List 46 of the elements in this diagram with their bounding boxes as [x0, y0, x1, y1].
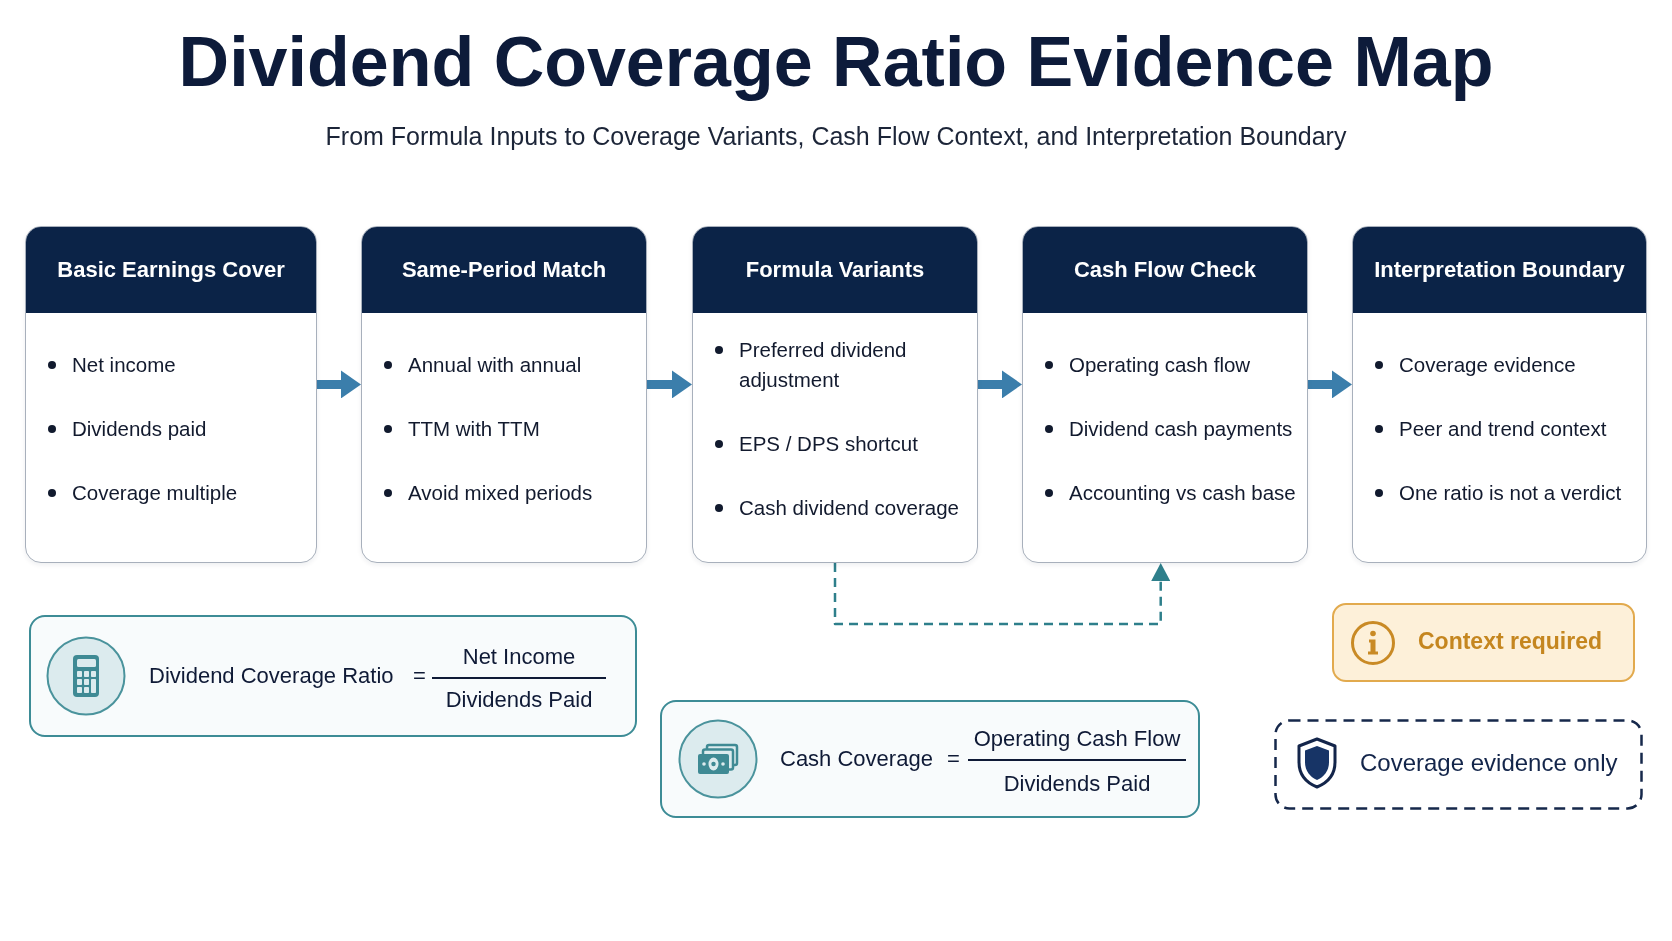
card-title: Basic Earnings Cover — [57, 256, 285, 284]
bullet-text: Preferred dividend adjustment — [739, 336, 908, 393]
numerator: Operating Cash Flow — [973, 725, 1181, 753]
bullet-text: TTM with TTM — [408, 415, 540, 442]
denominator: Dividends Paid — [1003, 770, 1151, 798]
step-card — [692, 226, 978, 563]
bullet-text: Dividends paid — [72, 415, 207, 442]
bullet-text: Operating cash flow — [1069, 351, 1251, 378]
callout-text: Coverage evidence only — [1360, 747, 1618, 778]
dashed-arrow — [833, 563, 1171, 626]
bullet-text: Net income — [72, 351, 176, 378]
arrow — [978, 370, 1022, 399]
card-title: Same-Period Match — [401, 256, 607, 284]
formula-term: Dividend Coverage Ratio — [149, 662, 394, 690]
callout-text: Context required — [1418, 626, 1603, 656]
scope-note — [1274, 719, 1643, 810]
formula-panel — [29, 615, 637, 737]
bullet-text: Avoid mixed periods — [408, 479, 593, 506]
card-title: Formula Variants — [745, 256, 925, 284]
bullet-text: Coverage evidence — [1399, 351, 1576, 378]
title: Dividend Coverage Ratio Evidence Map — [178, 22, 1494, 102]
formula-term: Cash Coverage — [780, 745, 933, 773]
card-title: Interpretation Boundary — [1374, 256, 1625, 284]
bullet-text: Cash dividend coverage — [739, 494, 959, 521]
equals-sign: = — [413, 662, 426, 690]
step-card — [25, 226, 317, 563]
bullet-text: One ratio is not a verdict — [1399, 479, 1622, 506]
step-card — [361, 226, 647, 563]
bullet-text: EPS / DPS shortcut — [739, 430, 918, 457]
bullet-text: Coverage multiple — [72, 479, 238, 506]
arrow — [1308, 370, 1352, 399]
numerator: Net Income — [462, 643, 576, 671]
bullet-text: Dividend cash payments — [1069, 415, 1293, 442]
bullet-text: Accounting vs cash base — [1069, 479, 1296, 506]
equals-sign: = — [947, 745, 960, 773]
step-card — [1352, 226, 1647, 563]
formula-panel — [660, 700, 1200, 818]
bullet-text: Peer and trend context — [1399, 415, 1607, 442]
subtitle: From Formula Inputs to Coverage Variants, Cash Flow Context, and Interpretation Boundary — [325, 121, 1347, 152]
bullet-text: Annual with annual — [408, 351, 582, 378]
card-title: Cash Flow Check — [1073, 256, 1257, 284]
context-callout — [1332, 603, 1635, 682]
arrow — [317, 370, 361, 399]
arrow — [647, 370, 692, 399]
step-card — [1022, 226, 1308, 563]
denominator: Dividends Paid — [445, 686, 593, 714]
